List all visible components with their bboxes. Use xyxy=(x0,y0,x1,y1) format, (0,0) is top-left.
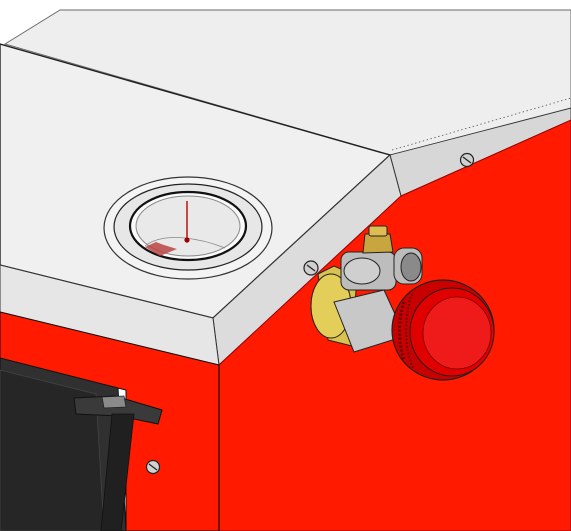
dotted-guideline xyxy=(391,97,571,151)
front-door-handle[interactable] xyxy=(73,395,163,531)
valve-fitting[interactable] xyxy=(310,225,423,353)
screw-top-right xyxy=(459,152,475,168)
red-dial-knob[interactable] xyxy=(391,279,495,381)
screw-left-side xyxy=(303,260,319,276)
gauge-red-zone xyxy=(145,242,177,256)
screw-lower xyxy=(145,459,161,475)
pressure-gauge[interactable] xyxy=(103,176,273,280)
front-door-inner xyxy=(0,369,105,531)
